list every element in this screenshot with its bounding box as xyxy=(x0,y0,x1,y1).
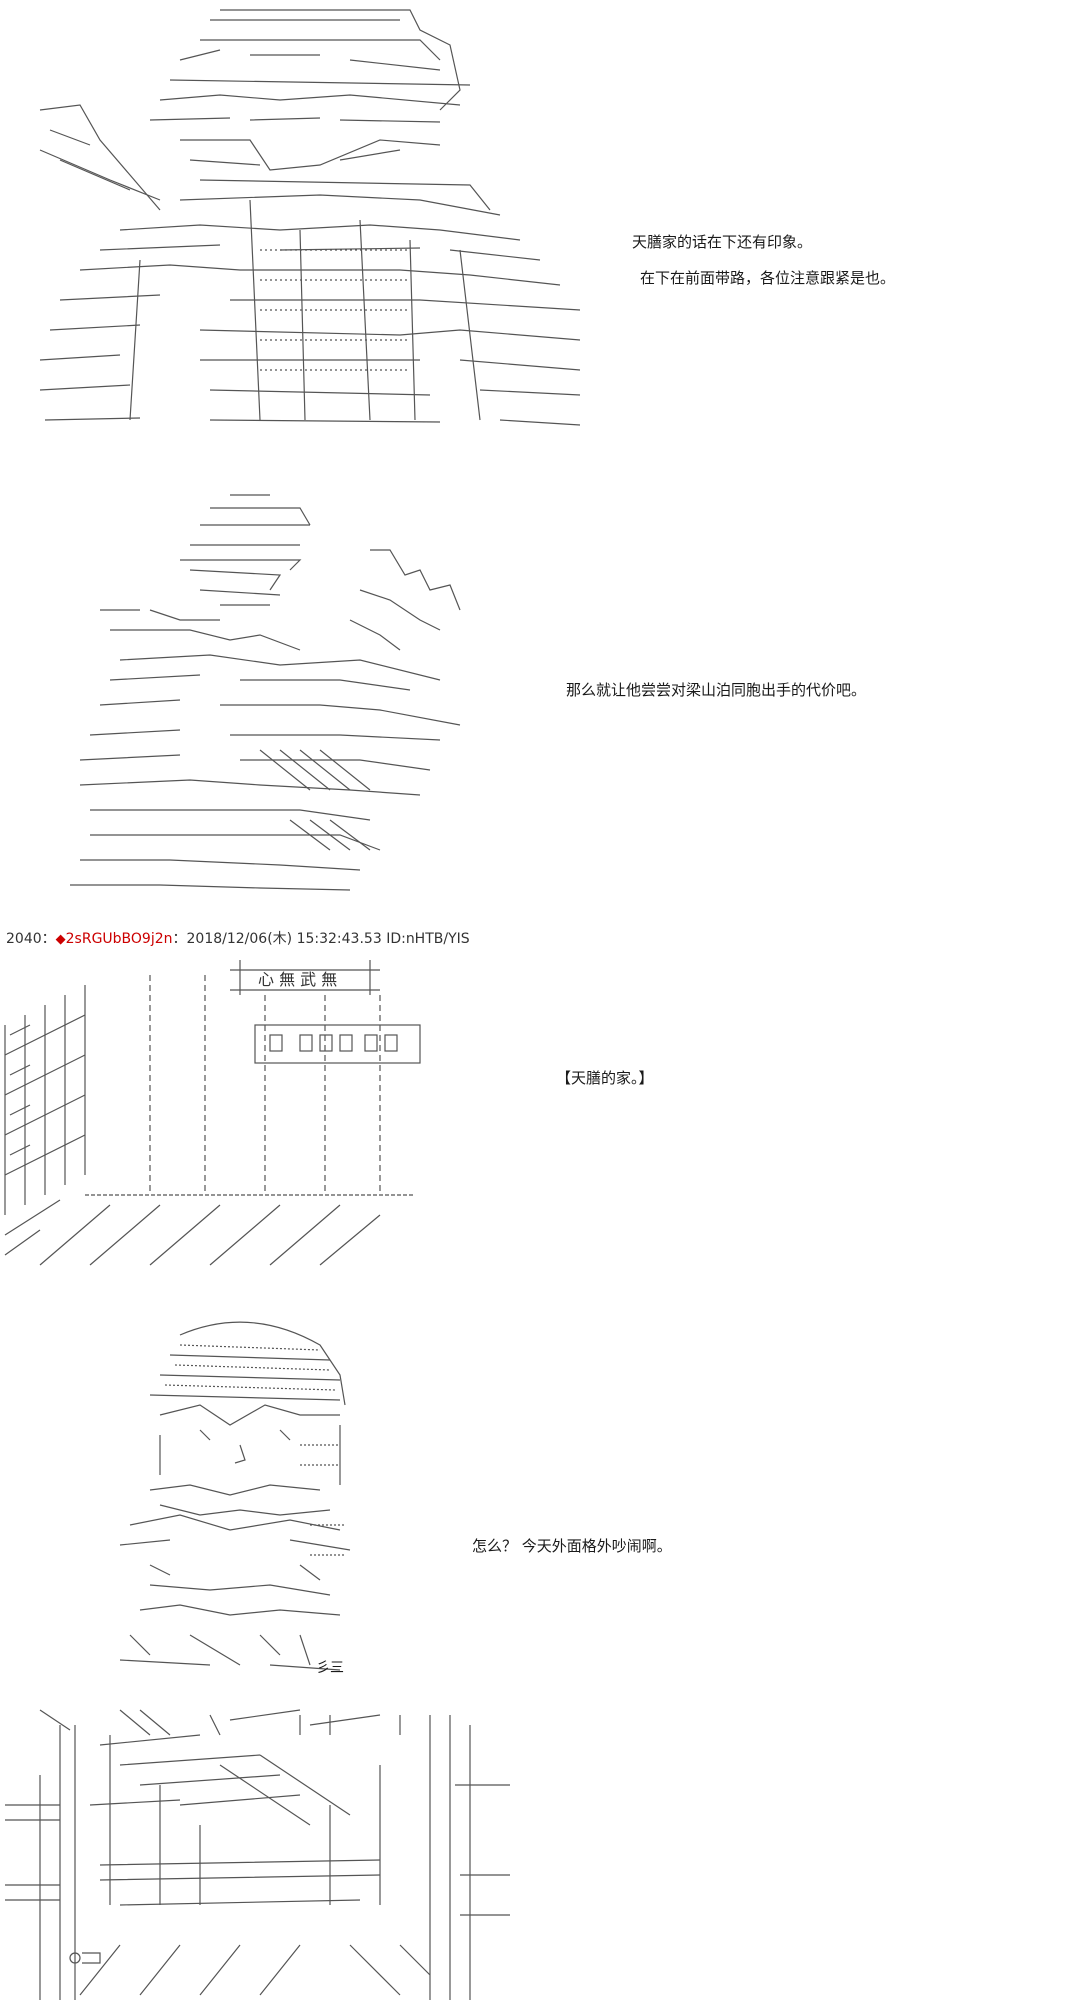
ascii-art-dojo-interior: 心 無 武 無 xyxy=(0,955,430,1275)
post-trip[interactable]: 2sRGUbBO9j2n xyxy=(65,931,173,947)
trip-diamond-icon: ◆ xyxy=(55,932,66,947)
ascii-art-beckoning-figure xyxy=(60,490,530,900)
dialogue-line-5: 怎么？ 今天外面格外吵闹啊。 xyxy=(472,1537,672,1555)
dialogue-line-3: 那么就让他尝尝对梁山泊同胞出手的代价吧。 xyxy=(566,681,867,699)
name-tag: 彡三 xyxy=(316,1660,344,1676)
post-separator: ： xyxy=(41,931,56,947)
post-header: 2040：◆2sRGUbBO9j2n：2018/12/06(木) 15:32:4… xyxy=(6,930,470,949)
signboard-text: 心 無 武 無 xyxy=(258,970,337,989)
post-datetime: ：2018/12/06(木) 15:32:43.53 xyxy=(172,931,382,947)
post-id: ID:nHTB/YIS xyxy=(386,931,470,947)
dialogue-line-4: 【天膳的家。】 xyxy=(556,1069,654,1087)
ascii-art-reclining-figure xyxy=(20,0,590,440)
ascii-art-seated-figure xyxy=(90,1315,370,1685)
post-number: 2040 xyxy=(6,931,42,947)
dialogue-line-1: 天膳家的话在下还有印象。 xyxy=(632,233,813,251)
dialogue-line-2: 在下在前面带路，各位注意跟紧是也。 xyxy=(640,269,896,287)
ascii-art-interior-corridor xyxy=(0,1705,520,2000)
